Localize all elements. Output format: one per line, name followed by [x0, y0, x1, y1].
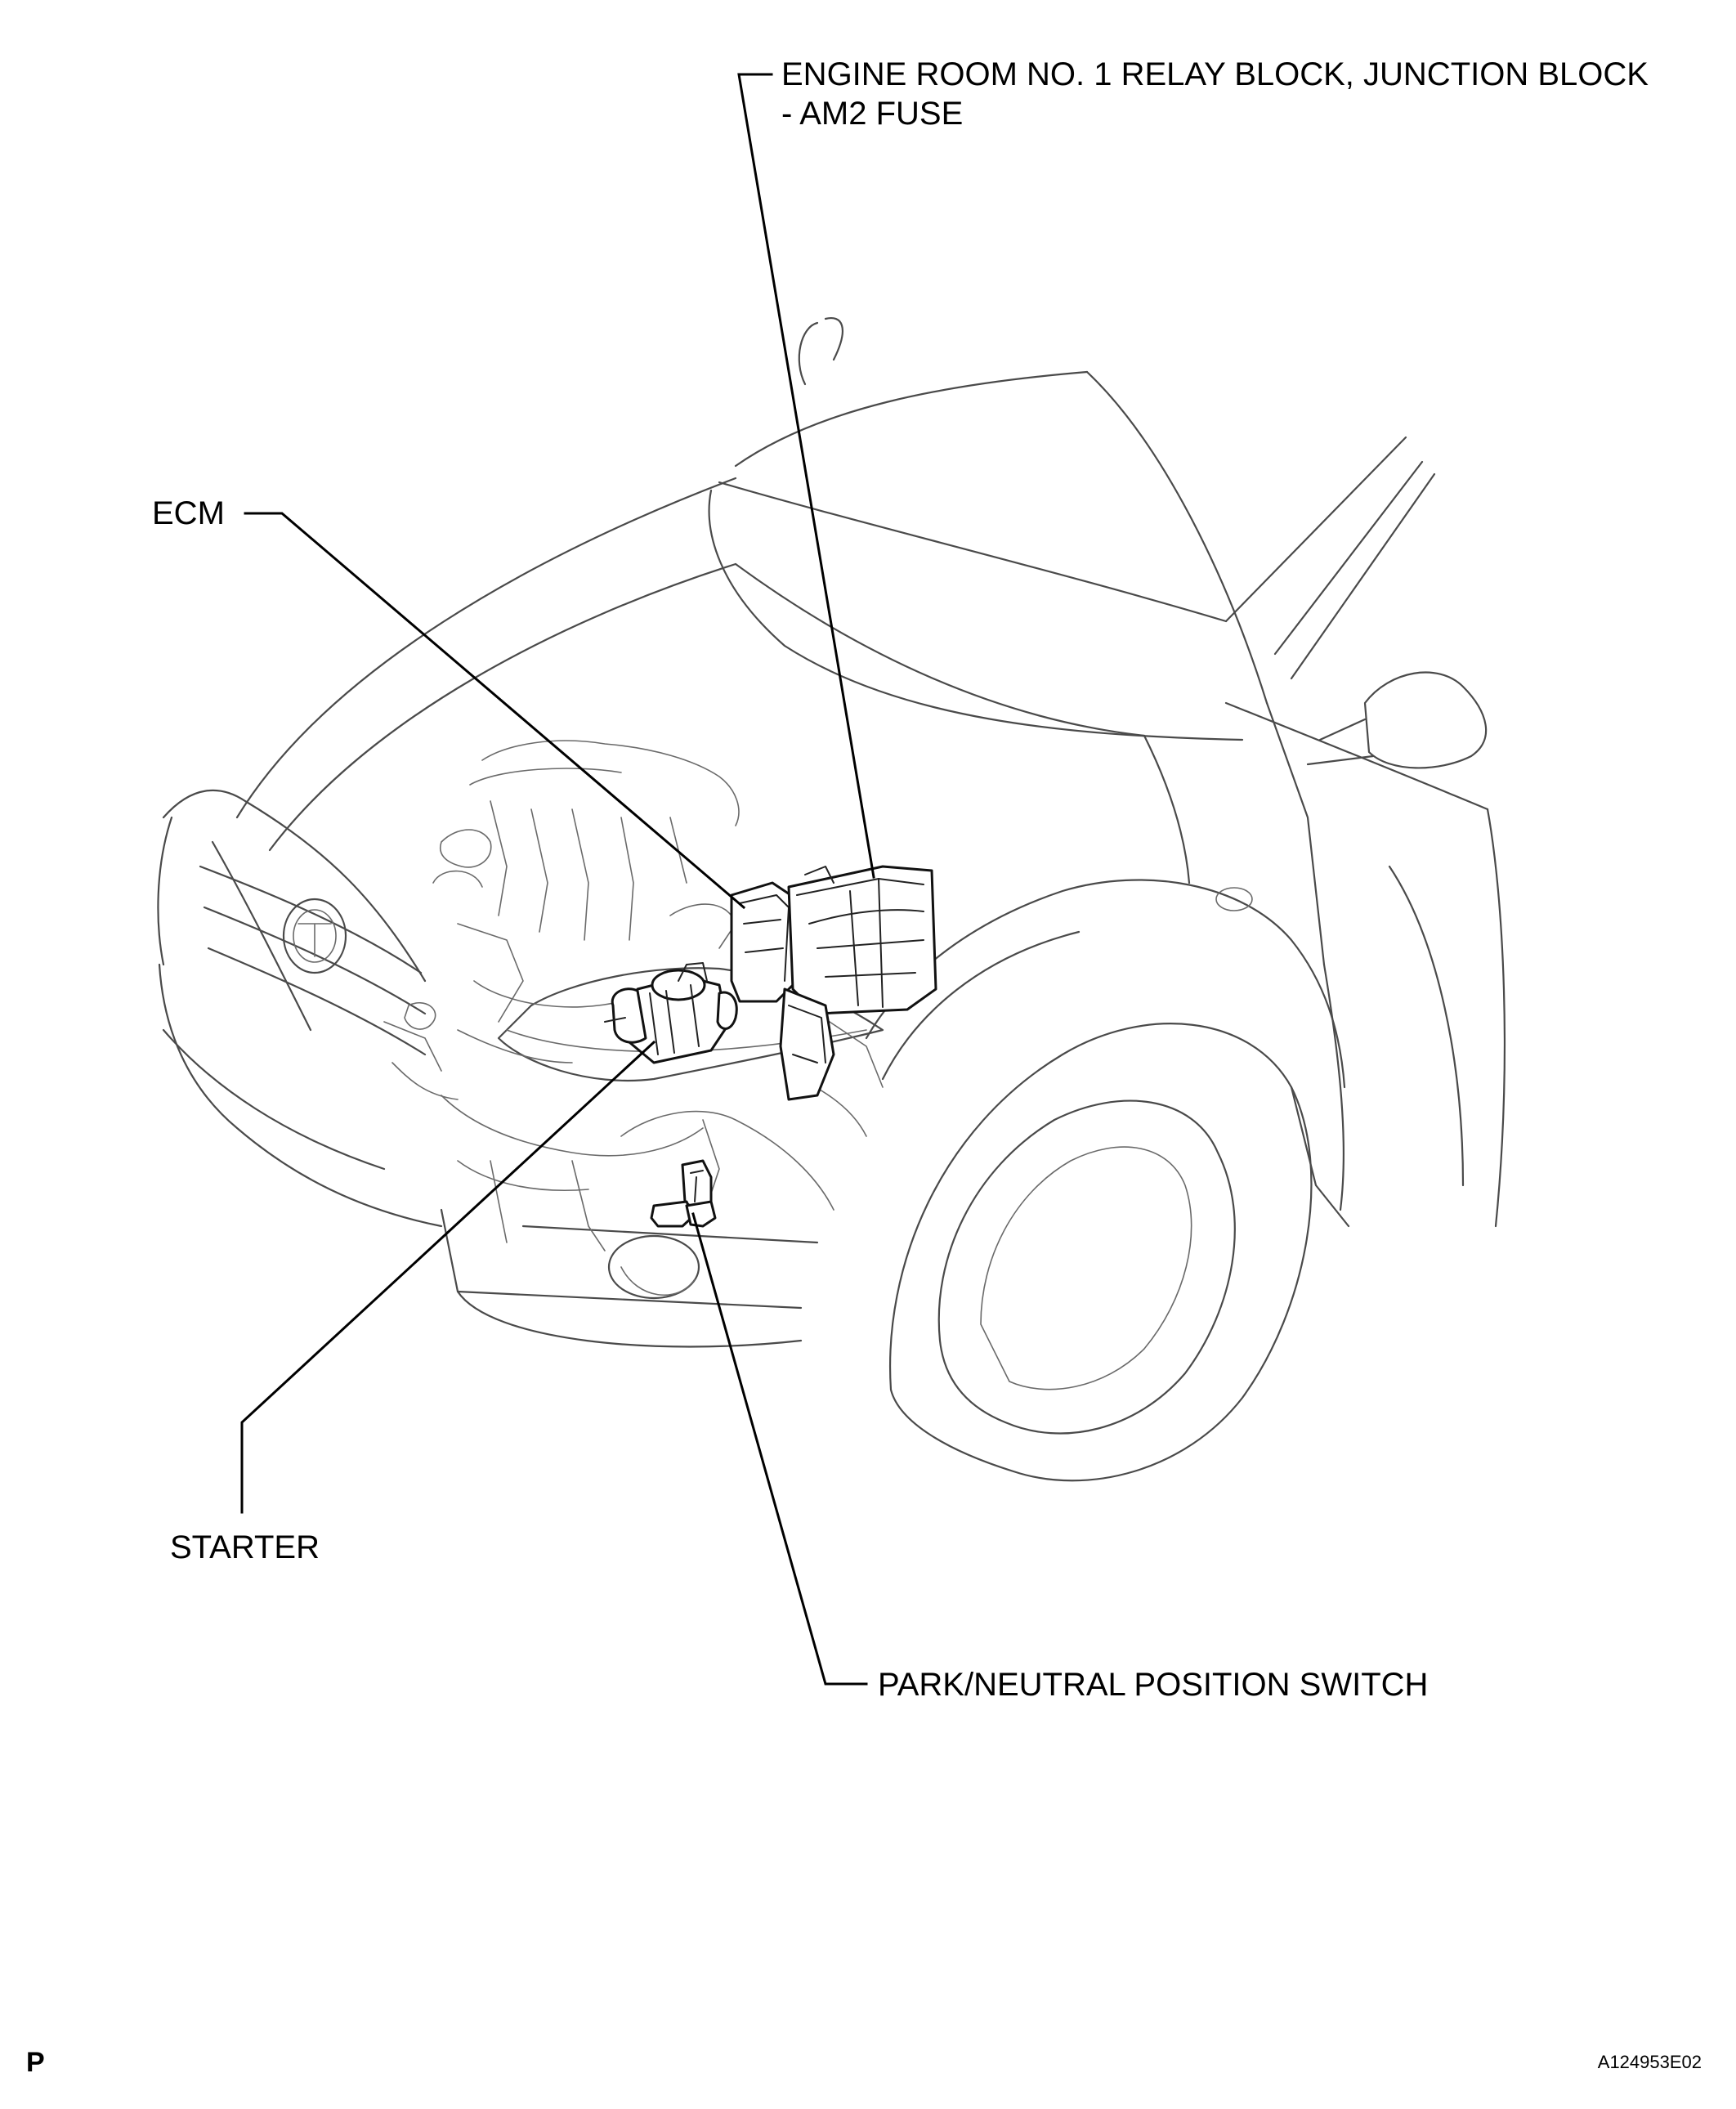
vehicle-outline [157, 317, 1506, 1482]
leader-starter [240, 1040, 656, 1514]
leader-pnp-switch [691, 1212, 868, 1686]
leader-lines [240, 73, 875, 1686]
leader-ecm [244, 512, 746, 910]
callout-labels: ENGINE ROOM NO. 1 RELAY BLOCK, JUNCTION … [152, 56, 1649, 1703]
ecm-label: ECM [152, 495, 225, 531]
starter-motor [604, 962, 738, 1064]
figure-id: A124953E02 [1598, 2052, 1702, 2072]
starter-label: STARTER [170, 1529, 320, 1565]
footer: P A124953E02 [26, 2047, 1702, 2078]
relay-block-and-ecm [730, 865, 937, 1101]
section-mark: P [26, 2047, 45, 2078]
park-neutral-switch [650, 1159, 717, 1228]
leader-relay-block [737, 73, 875, 879]
relay-block-label-line1: ENGINE ROOM NO. 1 RELAY BLOCK, JUNCTION … [781, 56, 1649, 92]
relay-block-label-line2: - AM2 FUSE [781, 96, 963, 132]
pnp-switch-label: PARK/NEUTRAL POSITION SWITCH [878, 1667, 1428, 1703]
